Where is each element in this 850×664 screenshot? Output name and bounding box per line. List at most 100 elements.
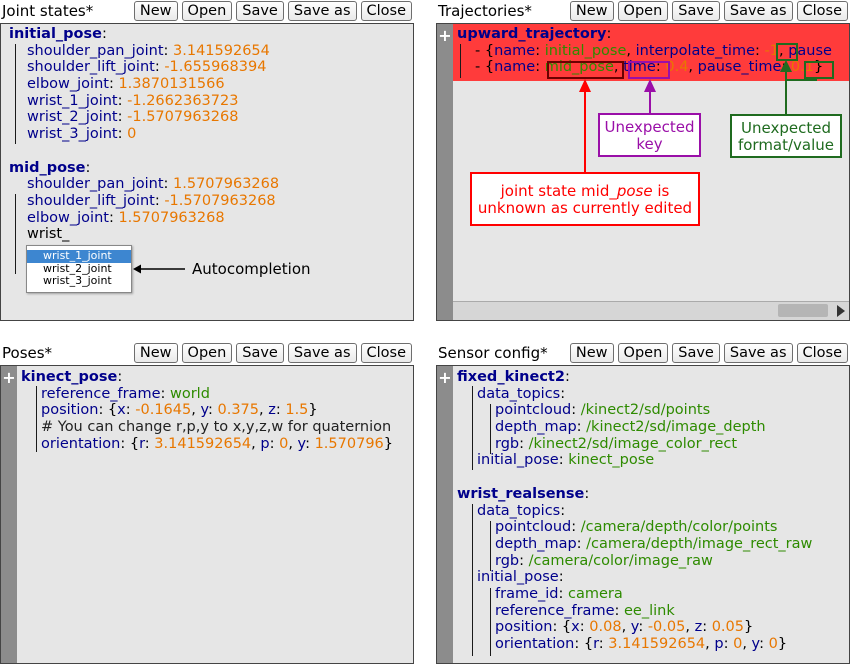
open-button[interactable]: Open [617, 343, 669, 363]
code-line[interactable] [1, 143, 413, 160]
code-line[interactable]: # You can change r,p,y to x,y,z,w for qu… [1, 419, 413, 436]
code-line[interactable]: position: {x: 0.08, y: -0.05, z: 0.05} [437, 619, 849, 636]
code-token: initial_pose [544, 42, 627, 59]
fold-plus-icon[interactable]: + [438, 368, 452, 387]
code-line[interactable]: - {name: mid_pose, time: 0.4, pause_time… [437, 59, 849, 76]
scroll-right-arrow-icon[interactable] [837, 305, 845, 317]
code-token: depth_map [495, 419, 577, 436]
code-line[interactable]: wrist_1_joint: -1.2662363723 [1, 93, 413, 110]
code-line[interactable]: elbow_joint: 1.5707963268 [1, 210, 413, 227]
save-as-button[interactable]: Save as [723, 1, 793, 21]
new-button[interactable]: New [133, 1, 178, 21]
close-button[interactable]: Close [360, 343, 412, 363]
code-line[interactable]: shoulder_pan_joint: 3.141592654 [1, 43, 413, 60]
code-line[interactable]: - {name: initial_pose, interpolate_time:… [437, 43, 849, 60]
autocomplete-option[interactable]: wrist_1_joint [27, 249, 131, 263]
joint-states-editor[interactable]: initial_pose:shoulder_pan_joint: 3.14159… [0, 23, 414, 321]
code-token: , [613, 59, 624, 76]
new-button[interactable]: New [133, 343, 178, 363]
code-token: : [160, 385, 170, 402]
code-line[interactable]: reference_frame: ee_link [437, 603, 849, 620]
fold-plus-icon[interactable]: + [2, 368, 16, 387]
code-token: data_topics [477, 502, 561, 519]
code-token: y [200, 402, 208, 419]
code-line[interactable]: depth_map: /camera/depth/image_rect_raw [437, 536, 849, 553]
editor-gutter [437, 366, 453, 663]
code-line[interactable]: initial_pose: [437, 569, 849, 586]
open-button[interactable]: Open [617, 1, 669, 21]
code-token: : [117, 369, 123, 385]
save-button[interactable]: Save [672, 343, 720, 363]
code-token: : [655, 59, 666, 76]
code-line[interactable]: data_topics: [437, 503, 849, 520]
sensor-config-code[interactable]: fixed_kinect2:data_topics:pointcloud: /k… [437, 369, 849, 653]
autocomplete-popup[interactable]: wrist_1_joint wrist_2_joint wrist_3_join… [26, 245, 132, 293]
annotation-arrows [579, 60, 817, 172]
code-token: : [638, 619, 648, 636]
code-token: frame_id [495, 585, 559, 602]
save-as-button[interactable]: Save as [287, 343, 357, 363]
editor-gutter [1, 366, 17, 663]
save-button[interactable]: Save [236, 1, 284, 21]
code-line[interactable]: shoulder_lift_joint: -1.5707963268 [1, 193, 413, 210]
open-button[interactable]: Open [181, 1, 233, 21]
code-line[interactable]: wrist_realsense: [437, 486, 849, 503]
joint-states-code[interactable]: initial_pose:shoulder_pan_joint: 3.14159… [1, 26, 413, 243]
code-line[interactable]: rgb: /camera/color/image_raw [437, 553, 849, 570]
save-as-button[interactable]: Save as [723, 343, 793, 363]
code-line[interactable]: wrist_ [1, 226, 413, 243]
code-line[interactable]: frame_id: camera [437, 586, 849, 603]
code-token: /kinect2/sd/image_depth [586, 419, 766, 436]
code-token: 0.08 [589, 619, 622, 636]
code-token: : [535, 59, 545, 76]
code-token: - { [475, 59, 495, 76]
open-button[interactable]: Open [181, 343, 233, 363]
code-line[interactable] [437, 469, 849, 486]
fold-plus-icon[interactable]: + [438, 26, 452, 45]
code-line[interactable]: orientation: {r: 3.141592654, p: 0, y: 0… [437, 636, 849, 653]
save-button[interactable]: Save [672, 1, 720, 21]
interpolate-value-error-box [776, 43, 798, 61]
trajectories-code[interactable]: upward_trajectory:- {name: initial_pose,… [437, 26, 849, 76]
code-line[interactable]: fixed_kinect2: [437, 369, 849, 386]
code-line[interactable]: shoulder_lift_joint: -1.655968394 [1, 59, 413, 76]
new-button[interactable]: New [569, 1, 614, 21]
code-line[interactable]: orientation: {r: 3.141592654, p: 0, y: 1… [1, 436, 413, 453]
code-token: -1 [764, 42, 779, 59]
close-button[interactable]: Close [796, 1, 848, 21]
close-button[interactable]: Close [360, 1, 412, 21]
code-line[interactable]: rgb: /kinect2/sd/image_color_rect [437, 436, 849, 453]
code-token: 3.141592654 [154, 435, 252, 452]
autocomplete-option[interactable]: wrist_2_joint [43, 261, 112, 275]
scrollbar-thumb[interactable] [778, 304, 828, 317]
code-line[interactable]: initial_pose: [1, 26, 413, 43]
code-line[interactable]: wrist_3_joint: 0 [1, 126, 413, 143]
code-line[interactable]: depth_map: /kinect2/sd/image_depth [437, 419, 849, 436]
code-line[interactable]: data_topics: [437, 386, 849, 403]
code-line[interactable]: mid_pose: [1, 160, 413, 177]
code-line[interactable]: kinect_pose: [1, 369, 413, 386]
autocomplete-option[interactable]: wrist_3_joint [43, 274, 112, 287]
code-token: x [571, 619, 580, 636]
save-button[interactable]: Save [236, 343, 284, 363]
code-line[interactable]: upward_trajectory: [437, 26, 849, 43]
sensor-config-editor[interactable]: + fixed_kinect2:data_topics:pointcloud: … [436, 365, 850, 664]
code-line[interactable]: pointcloud: /kinect2/sd/points [437, 402, 849, 419]
code-line[interactable]: position: {x: -0.1645, y: 0.375, z: 1.5} [1, 402, 413, 419]
code-token: , [626, 42, 636, 59]
poses-title: Poses* [2, 344, 53, 362]
code-token: mid_pose [544, 59, 614, 76]
code-line[interactable]: wrist_2_joint: -1.5707963268 [1, 109, 413, 126]
horizontal-scrollbar[interactable] [453, 301, 849, 320]
trajectories-editor[interactable]: + upward_trajectory:- {name: initial_pos… [436, 23, 850, 321]
save-as-button[interactable]: Save as [287, 1, 357, 21]
close-button[interactable]: Close [796, 343, 848, 363]
code-line[interactable]: shoulder_pan_joint: 1.5707963268 [1, 176, 413, 193]
new-button[interactable]: New [569, 343, 614, 363]
code-line[interactable]: reference_frame: world [1, 386, 413, 403]
code-line[interactable]: pointcloud: /camera/depth/color/points [437, 519, 849, 536]
code-line[interactable]: initial_pose: kinect_pose [437, 452, 849, 469]
code-line[interactable]: elbow_joint: 1.3870131566 [1, 76, 413, 93]
